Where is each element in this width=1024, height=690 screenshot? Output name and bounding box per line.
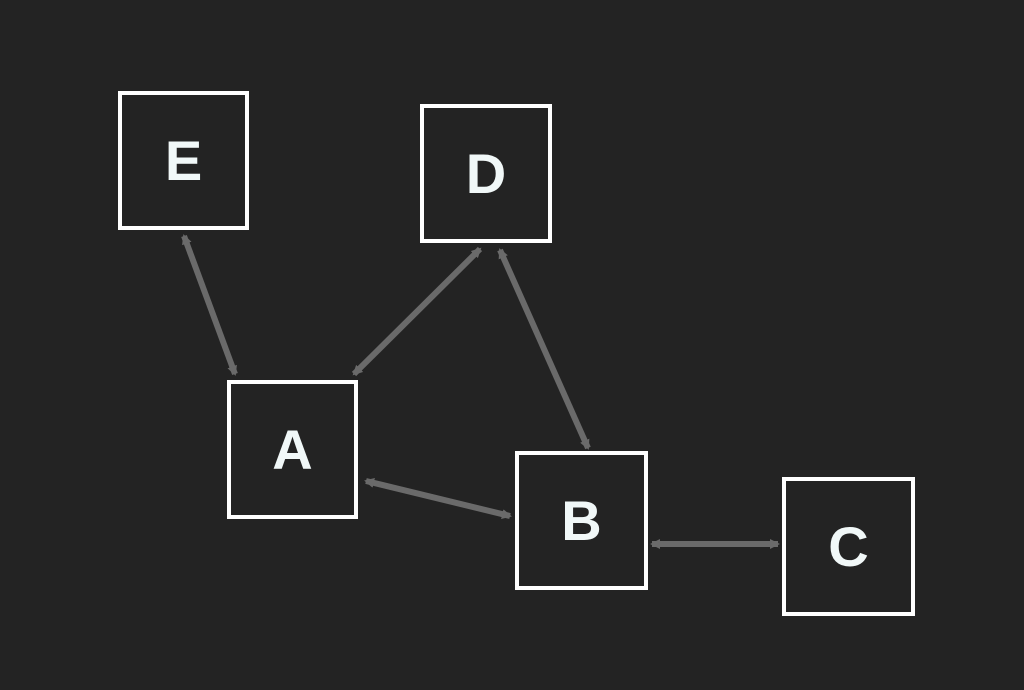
node-c[interactable]: C (782, 477, 915, 616)
node-e-label: E (164, 128, 203, 192)
edge-e-a (181, 234, 238, 376)
node-b-label: B (561, 488, 602, 552)
node-e[interactable]: E (118, 91, 249, 230)
edge-d-b (497, 248, 591, 450)
node-b[interactable]: B (515, 451, 648, 590)
node-c-label: C (828, 514, 869, 578)
edge-a-b (364, 478, 512, 519)
node-d-label: D (465, 141, 507, 205)
node-d[interactable]: D (420, 104, 552, 243)
edge-a-d (351, 246, 483, 377)
node-a[interactable]: A (227, 380, 358, 519)
node-a-label: A (272, 417, 313, 481)
